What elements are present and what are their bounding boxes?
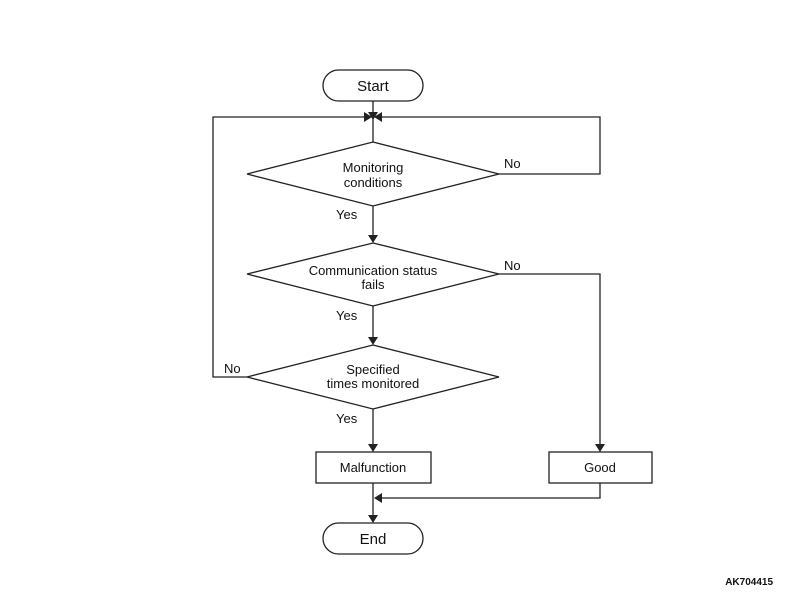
edge-label-specified-no: No: [224, 361, 241, 376]
edge-label-specified-yes: Yes: [336, 411, 358, 426]
edge-label-monitoring-no: No: [504, 156, 521, 171]
decision-specified-times: Specified times monitored: [246, 344, 500, 410]
arrowhead-right: [364, 112, 372, 122]
process-good: Good: [548, 451, 653, 484]
figure-code: AK704415: [725, 577, 773, 588]
edge-label-monitoring-yes: Yes: [336, 207, 358, 222]
decision-communication-line2: fails: [361, 277, 385, 292]
start-terminal: Start: [322, 69, 424, 102]
arrowhead-left: [374, 112, 382, 122]
decision-specified-line2: times monitored: [327, 376, 419, 391]
arrowhead-left: [374, 493, 382, 503]
arrowhead-down: [368, 337, 378, 345]
process-malfunction-label: Malfunction: [340, 460, 406, 475]
arrowhead-down: [368, 515, 378, 523]
decision-communication-line1: Communication status: [309, 263, 438, 278]
process-malfunction: Malfunction: [315, 451, 432, 484]
decision-communication-status: Communication status fails: [246, 242, 500, 307]
connector-good-merge: [382, 483, 601, 499]
end-terminal: End: [322, 522, 424, 555]
edge-label-communication-no: No: [504, 258, 521, 273]
arrowhead-down: [368, 444, 378, 452]
connector-specified-no-loop: [212, 116, 364, 378]
process-good-label: Good: [584, 460, 616, 475]
arrowhead-down: [595, 444, 605, 452]
decision-monitoring-line2: conditions: [344, 175, 403, 190]
arrowhead-down: [368, 235, 378, 243]
end-label: End: [360, 531, 387, 548]
decision-monitoring-line1: Monitoring: [343, 160, 404, 175]
decision-specified-line1: Specified: [346, 362, 399, 377]
connector-communication-no: [499, 273, 601, 444]
edge-label-communication-yes: Yes: [336, 308, 358, 323]
decision-monitoring-conditions: Monitoring conditions: [246, 141, 500, 207]
connector-monitoring-no-loop: [382, 116, 601, 175]
start-label: Start: [357, 78, 390, 95]
arrowhead-down: [368, 112, 378, 120]
